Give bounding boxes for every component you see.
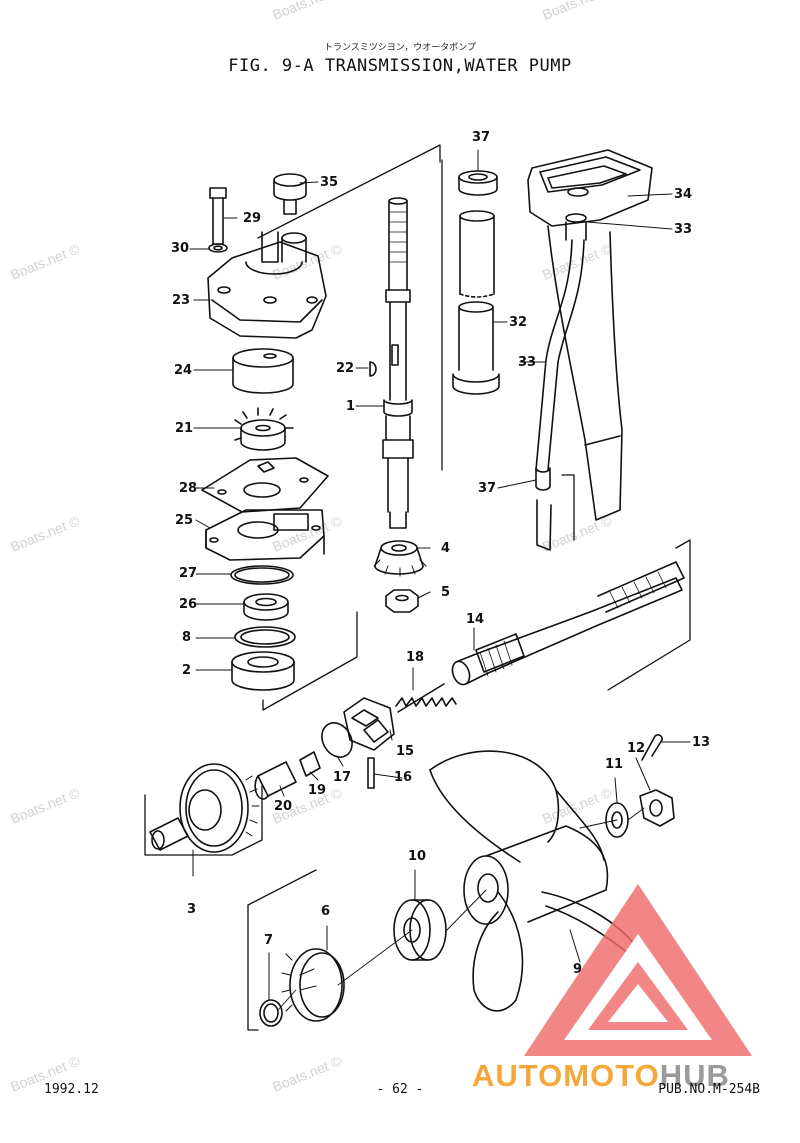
callout-21: 21 bbox=[175, 421, 194, 436]
callout-37: 37 bbox=[472, 130, 491, 145]
callout-26: 26 bbox=[179, 597, 198, 612]
part-15-clutch bbox=[343, 697, 395, 751]
part-22-key bbox=[369, 361, 377, 377]
part-32-drive-tube bbox=[452, 210, 500, 395]
callout-4: 4 bbox=[441, 541, 451, 556]
callout-9: 9 bbox=[573, 962, 583, 977]
callout-15: 15 bbox=[396, 744, 415, 759]
part-35-grommet bbox=[273, 173, 307, 215]
leader-lines bbox=[189, 149, 691, 1001]
part-1-driveshaft bbox=[382, 197, 414, 529]
callout-18: 18 bbox=[406, 650, 425, 665]
part-16-pin bbox=[367, 757, 375, 789]
callout-25: 25 bbox=[175, 513, 194, 528]
part-33-water-tube bbox=[535, 213, 587, 551]
part-17-cross-pin-ring bbox=[321, 722, 353, 758]
callout-24: 24 bbox=[174, 363, 193, 378]
callout-35: 35 bbox=[320, 175, 339, 190]
footer-publication-number: PUB.NO.M-254B bbox=[658, 1082, 760, 1097]
part-18-spring bbox=[395, 683, 457, 713]
callout-5: 5 bbox=[441, 585, 451, 600]
part-2-bearing bbox=[231, 651, 295, 691]
part-4-pinion-gear bbox=[373, 540, 427, 577]
part-34-housing bbox=[527, 149, 653, 521]
part-24-insert bbox=[232, 348, 294, 394]
figure-title: FIG. 9-A TRANSMISSION,WATER PUMP bbox=[228, 56, 572, 76]
part-8-shim bbox=[234, 626, 296, 648]
callout-10: 10 bbox=[408, 849, 427, 864]
automotohub-logo-mark bbox=[524, 884, 752, 1056]
part-20-plunger bbox=[254, 761, 297, 800]
part-12-prop-nut bbox=[639, 789, 675, 827]
part-26-bearing bbox=[243, 593, 289, 621]
part-28-gasket bbox=[201, 457, 329, 513]
callout-33: 33 bbox=[518, 355, 537, 370]
logo-text-auto: AUTOMOTO bbox=[472, 1058, 660, 1093]
part-37-top-bushing bbox=[458, 170, 498, 196]
callout-11: 11 bbox=[605, 757, 624, 772]
part-25-outer-plate bbox=[205, 509, 325, 561]
callout-32: 32 bbox=[509, 315, 528, 330]
callout-14: 14 bbox=[466, 612, 485, 627]
callout-33: 33 bbox=[674, 222, 693, 237]
callout-23: 23 bbox=[172, 293, 191, 308]
part-21-impeller bbox=[234, 407, 294, 451]
callout-19: 19 bbox=[308, 783, 327, 798]
part-23-pump-housing bbox=[207, 231, 327, 339]
callout-37: 37 bbox=[478, 481, 497, 496]
callout-6: 6 bbox=[321, 904, 331, 919]
part-5-nut bbox=[385, 589, 419, 613]
callout-22: 22 bbox=[336, 361, 355, 376]
callout-8: 8 bbox=[182, 630, 192, 645]
group-brackets bbox=[144, 144, 691, 1031]
callout-12: 12 bbox=[627, 741, 646, 756]
assembly-lines bbox=[277, 807, 645, 1011]
part-30-washer bbox=[208, 243, 228, 253]
logo-text-hub: HUB bbox=[659, 1058, 730, 1093]
part-7-snap-ring bbox=[259, 999, 283, 1027]
callout-16: 16 bbox=[394, 770, 413, 785]
part-29-bolt bbox=[209, 187, 227, 245]
callout-30: 30 bbox=[171, 241, 190, 256]
callout-27: 27 bbox=[179, 566, 198, 581]
part-27-o-ring bbox=[230, 565, 294, 585]
callout-17: 17 bbox=[333, 770, 352, 785]
part-14-propeller-shaft bbox=[451, 561, 685, 686]
callout-7: 7 bbox=[264, 933, 274, 948]
callout-13: 13 bbox=[692, 735, 711, 750]
part-6-reverse-gear bbox=[281, 948, 345, 1022]
footer-date: 1992.12 bbox=[44, 1082, 99, 1097]
automotohub-logo-text: AUTOMOTOHUB bbox=[472, 1058, 730, 1094]
part-13-cotter-pin bbox=[641, 734, 663, 761]
callout-28: 28 bbox=[179, 481, 198, 496]
footer-page-number: - 62 - bbox=[376, 1082, 424, 1097]
callout-20: 20 bbox=[274, 799, 293, 814]
part-10-thrust-hub bbox=[393, 899, 447, 961]
part-19-shifter bbox=[299, 751, 321, 777]
callout-34: 34 bbox=[674, 187, 693, 202]
callout-3: 3 bbox=[187, 902, 197, 917]
callout-2: 2 bbox=[182, 663, 192, 678]
part-3-forward-gear bbox=[149, 763, 260, 853]
figure-kana-title: トランスミツシヨン，ウオータポンプ bbox=[323, 43, 477, 53]
callout-1: 1 bbox=[346, 399, 356, 414]
callout-29: 29 bbox=[243, 211, 262, 226]
